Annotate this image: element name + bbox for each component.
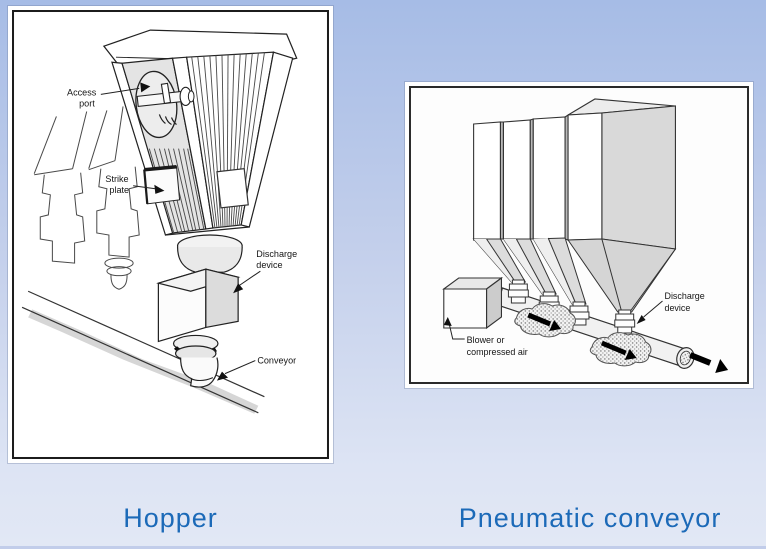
material-flow	[514, 303, 652, 367]
silo-side-face	[601, 105, 676, 250]
hopper-figure-panel: Access port Strike plate Discharge devic…	[8, 6, 333, 463]
slide-bottom-edge	[0, 546, 766, 549]
flow-arrow-1	[527, 312, 552, 327]
valve-1	[507, 279, 529, 304]
access-port-label: Access port	[67, 87, 99, 108]
pneumatic-labels: Blower or compressed air Discharge devic…	[443, 291, 707, 357]
strike-plate-label: Strike plate	[105, 174, 131, 195]
blower-label: Blower or compressed air	[467, 335, 528, 357]
caption-hopper: Hopper	[123, 503, 218, 533]
pneumatic-diagram-svg: Blower or compressed air Discharge devic…	[409, 86, 749, 384]
discharge-device-arrow-right	[636, 315, 646, 324]
flow-arrow-2	[600, 340, 627, 356]
access-port-arrow	[140, 82, 151, 93]
blower-cube	[442, 276, 504, 330]
conveyor-arrow	[216, 371, 229, 381]
discharge-device-arrow	[233, 283, 244, 294]
funnel-4	[567, 238, 677, 313]
hopper-labels: Access port Strike plate Discharge devic…	[67, 82, 299, 381]
pneumatic-figure-panel: Blower or compressed air Discharge devic…	[405, 82, 753, 388]
blower-arrow	[443, 317, 452, 326]
ghost-hoppers-outline	[33, 106, 140, 290]
caption-pneumatic-conveyor: Pneumatic conveyor	[458, 503, 722, 533]
pipe-exit-arrow	[689, 352, 712, 366]
discharge-device-label-right: Discharge device	[664, 291, 707, 313]
conveyor-label: Conveyor	[257, 356, 296, 366]
valve-4	[614, 309, 636, 334]
funnels	[472, 237, 677, 313]
conveyor-lines	[21, 290, 265, 414]
right-face-patch	[216, 168, 249, 209]
discharge-device-assembly	[156, 234, 243, 388]
hopper-diagram-svg: Access port Strike plate Discharge devic…	[12, 10, 329, 459]
strike-plate	[143, 164, 181, 205]
silo-bank	[473, 98, 676, 250]
discharge-device-label: Discharge device	[256, 249, 299, 270]
strike-plate-arrow	[154, 184, 165, 194]
